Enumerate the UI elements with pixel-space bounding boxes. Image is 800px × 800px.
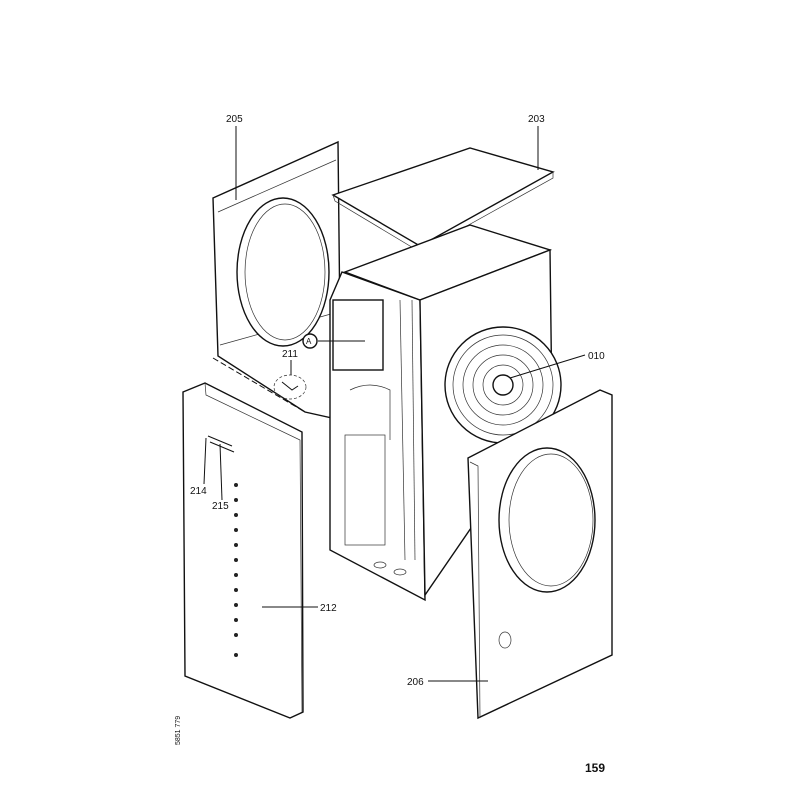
label-214: 214 xyxy=(190,486,207,497)
label-010: 010 xyxy=(588,351,605,362)
control-box xyxy=(332,299,384,371)
label-215: 215 xyxy=(212,501,229,512)
label-205: 205 xyxy=(226,114,243,125)
label-206: 206 xyxy=(407,677,424,688)
label-a: A xyxy=(306,337,312,346)
fan-010 xyxy=(444,326,562,444)
front-panel-holes xyxy=(234,483,238,657)
reference-circle xyxy=(302,333,318,349)
drawing-number: 5851 779 xyxy=(175,716,182,745)
label-212: 212 xyxy=(320,603,337,614)
page-number: 159 xyxy=(585,761,605,775)
label-203: 203 xyxy=(528,114,545,125)
label-211: 211 xyxy=(282,349,298,360)
front-panel-212 xyxy=(182,382,304,719)
side-panel-206 xyxy=(467,389,613,720)
back-panel-205 xyxy=(212,140,342,421)
bracket-211 xyxy=(273,374,307,400)
